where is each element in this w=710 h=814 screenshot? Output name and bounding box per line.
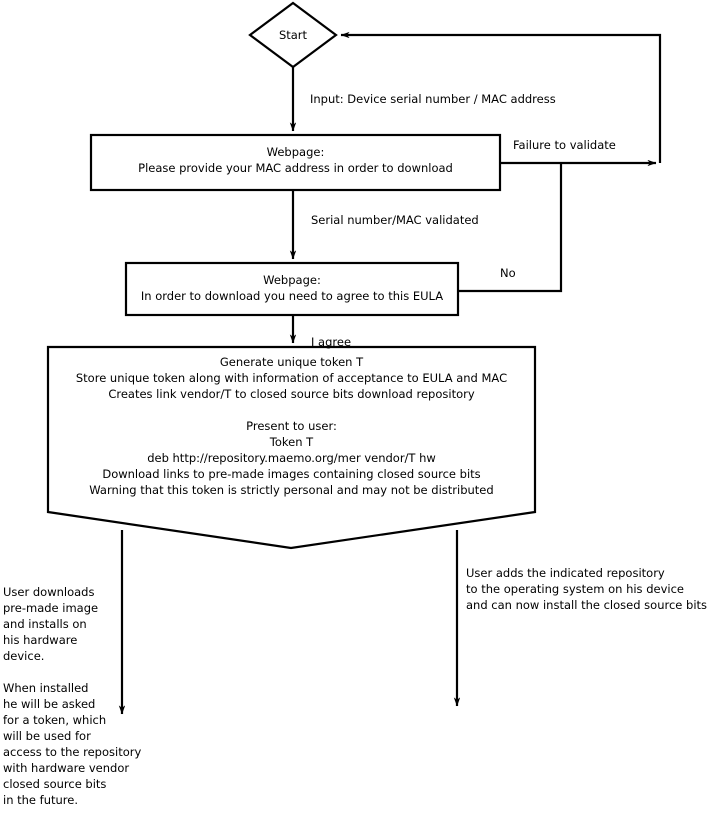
token-process-shape	[46, 345, 537, 550]
edge-label-serial-validated: Serial number/MAC validated	[311, 213, 479, 227]
edge-loop-back-to-start	[340, 31, 662, 163]
webpage-mac-box-label: Webpage: Please provide your MAC address…	[138, 145, 453, 175]
note-left-user-downloads: User downloads pre-made image and instal…	[3, 585, 142, 807]
edge-label-i-agree: I agree	[311, 335, 352, 349]
note-right-user-adds-repository: User adds the indicated repository to th…	[466, 566, 708, 612]
edge-label-failure-to-validate: Failure to validate	[513, 138, 616, 152]
edge-label-no: No	[500, 266, 516, 280]
token-process-box-label: Generate unique token T Store unique tok…	[75, 355, 508, 497]
edge-no-branch	[458, 163, 563, 293]
start-node-label: Start	[278, 28, 308, 42]
edge-label-input: Input: Device serial number / MAC addres…	[310, 92, 556, 106]
webpage-eula-box-label: Webpage: In order to download you need t…	[140, 273, 444, 303]
